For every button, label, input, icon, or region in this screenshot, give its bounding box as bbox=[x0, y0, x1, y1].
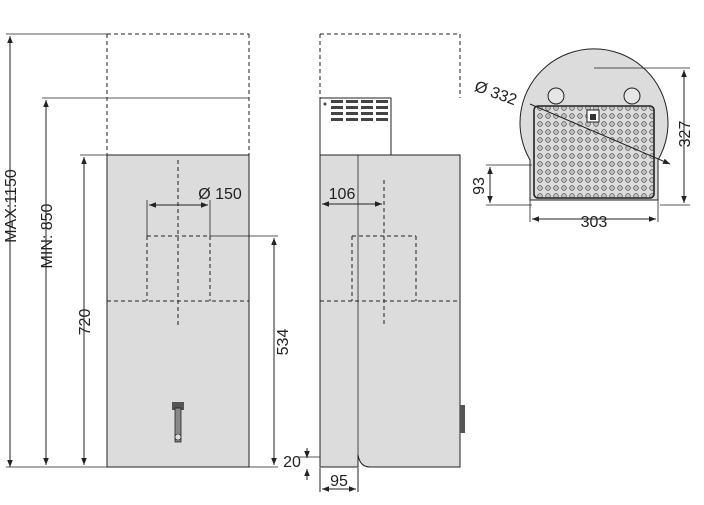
side-max-extension-outline bbox=[319, 33, 461, 98]
min-height-label: MIN: 850 bbox=[39, 203, 56, 268]
top-diameter-label: Ø 332 bbox=[472, 78, 519, 109]
top-diameter-leader bbox=[529, 103, 671, 165]
side-view: 106 20 95 bbox=[283, 33, 465, 492]
grille-lock-icon-inner bbox=[590, 114, 596, 120]
control-knob bbox=[172, 402, 184, 443]
top-depth-label: 327 bbox=[677, 121, 694, 148]
duct-diameter-label: Ø 150 bbox=[198, 186, 242, 203]
front-duct-hidden bbox=[146, 235, 211, 301]
side-knob bbox=[460, 405, 465, 433]
top-view: Ø 332 327 303 93 bbox=[471, 48, 694, 231]
max-height-label: MAX:1150 bbox=[3, 169, 20, 243]
top-right-hole bbox=[623, 87, 641, 105]
side-offset-label: 106 bbox=[329, 186, 356, 203]
front-max-extension-outline bbox=[106, 33, 250, 155]
bottom-gap-label: 20 bbox=[283, 454, 301, 471]
filter-grille bbox=[533, 105, 655, 199]
grille-height-label: 93 bbox=[471, 177, 488, 195]
grille-width-label: 303 bbox=[581, 214, 608, 231]
duct-depth-label: 534 bbox=[275, 329, 292, 356]
body-height-label: 720 bbox=[77, 309, 94, 336]
front-view: MAX:1150 MIN: 850 720 Ø 150 534 bbox=[3, 33, 292, 468]
top-left-hole bbox=[547, 87, 565, 105]
bottom-width-label: 95 bbox=[330, 473, 348, 490]
side-vent-slots bbox=[323, 100, 388, 121]
